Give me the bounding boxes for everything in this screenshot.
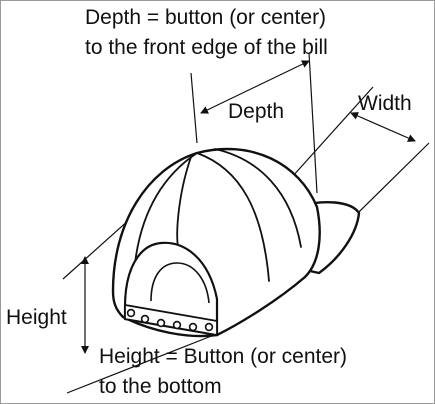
height-definition-line-2: to the bottom	[99, 375, 222, 398]
guide-line-lower-left	[66, 332, 220, 394]
depth-definition-line-1: Depth = button (or center)	[85, 6, 327, 29]
back-opening-inner-edge	[150, 262, 210, 304]
height-label: Height	[6, 306, 67, 329]
height-definition-line-1: Height = Button (or center)	[99, 345, 348, 368]
depth-definition-line-2: to the front edge of the bill	[85, 36, 328, 59]
depth-label: Depth	[228, 100, 285, 123]
snap-holes	[126, 308, 214, 332]
depth-extension-right	[308, 52, 318, 194]
width-arrow	[350, 112, 416, 142]
depth-arrow	[200, 60, 310, 114]
depth-extension-left	[190, 72, 198, 144]
guide-line-upper-right	[282, 86, 374, 188]
width-label: Width	[358, 92, 412, 115]
